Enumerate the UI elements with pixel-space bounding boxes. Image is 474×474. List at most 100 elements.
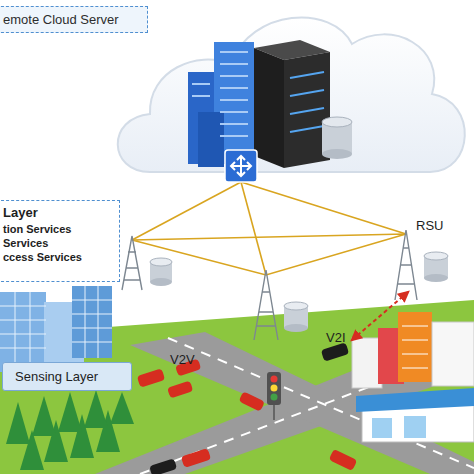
city-building: [0, 334, 46, 335]
car: [167, 381, 193, 399]
car: [149, 458, 177, 474]
server-rack: [254, 48, 284, 168]
data-center-building: [220, 135, 248, 137]
service-layer-box: Layertion ServicesServicesccess Services: [0, 200, 120, 282]
network-link: [132, 234, 406, 275]
server-rack: [290, 108, 324, 114]
link-label: V2I: [326, 330, 346, 345]
node-title: Sensing Layer: [15, 369, 131, 386]
network-link: [132, 182, 406, 275]
city-building: [72, 328, 112, 329]
router-icon: [231, 162, 235, 170]
tree: [110, 392, 134, 424]
city-building: [402, 368, 428, 369]
router-icon: [225, 150, 257, 182]
rsu-storage: [424, 252, 448, 260]
network-link: [241, 182, 266, 275]
data-center-building: [198, 112, 224, 167]
traffic-light: [267, 372, 281, 405]
ground: [0, 300, 474, 474]
router-icon: [240, 156, 242, 176]
city-building: [0, 320, 46, 321]
database-cylinder: [322, 117, 352, 127]
cloud: [118, 17, 465, 172]
car: [137, 342, 358, 474]
city-building: [352, 312, 474, 442]
tree: [6, 402, 30, 444]
city-building: [0, 292, 46, 372]
city-building: [402, 354, 428, 355]
traffic-light: [267, 372, 281, 420]
network-link: [132, 182, 241, 240]
city-building: [98, 286, 99, 358]
ground: [0, 300, 474, 474]
link-label: V2V: [170, 352, 195, 367]
car: [181, 448, 211, 468]
city-building: [432, 322, 474, 386]
city-building: [372, 418, 392, 438]
router-icon: [225, 150, 257, 182]
v2i-link: [352, 292, 408, 340]
v2i-link: [352, 292, 408, 340]
traffic-light: [271, 385, 278, 392]
data-center-building: [220, 75, 248, 77]
node-item: Services: [3, 236, 119, 250]
server-rack: [290, 90, 324, 96]
car: [239, 391, 265, 411]
city-building: [72, 300, 112, 301]
city-building: [0, 286, 112, 372]
data-center-building: [220, 111, 248, 113]
server-rack: [290, 126, 324, 132]
rsu-storage: [284, 302, 308, 310]
sensing-layer-box: Sensing Layer: [2, 362, 132, 391]
city-building: [0, 306, 46, 307]
rsu-tower: [122, 236, 142, 290]
database-cylinder: [322, 117, 352, 159]
rsu-storage: [284, 324, 308, 332]
data-center-building: [192, 52, 248, 136]
rsu-tower: [122, 230, 417, 340]
city-building: [402, 326, 428, 368]
car: [321, 342, 349, 361]
city-building: [398, 312, 432, 382]
tree: [58, 392, 82, 432]
rsu-tower: [395, 230, 417, 300]
server-rack: [254, 40, 330, 168]
node-title: emote Cloud Server: [3, 12, 147, 29]
city-building: [402, 340, 428, 341]
router-icon: [237, 172, 245, 176]
server-rack: [290, 72, 324, 132]
data-center-building: [220, 63, 248, 65]
network-link: [241, 182, 406, 234]
city-building: [0, 348, 46, 349]
rsu-storage: [150, 258, 172, 266]
node-item: tion Services: [3, 222, 119, 236]
traffic-light: [273, 404, 275, 420]
data-center-building: [192, 83, 210, 85]
node-item: ccess Services: [3, 250, 119, 264]
city-building: [72, 286, 112, 358]
data-center-building: [220, 87, 248, 89]
data-center-building: [188, 42, 254, 167]
cloud-server-box: emote Cloud Server: [0, 6, 148, 33]
router-icon: [237, 156, 245, 160]
cloud: [118, 17, 465, 172]
rsu-tower: [254, 270, 278, 340]
city-building: [402, 326, 428, 327]
city-building: [356, 388, 474, 412]
city-building: [72, 314, 112, 315]
database-cylinder: [322, 149, 352, 159]
city-building: [30, 292, 31, 372]
city-building: [15, 292, 16, 372]
tree: [84, 390, 108, 428]
city-building: [85, 286, 86, 358]
data-center-building: [192, 95, 210, 97]
city-building: [352, 338, 382, 388]
data-center-building: [220, 51, 248, 53]
rsu-label: RSU: [416, 218, 443, 233]
city-building: [0, 286, 112, 372]
city-building: [404, 416, 426, 438]
server-rack: [290, 72, 324, 78]
tree: [32, 396, 56, 436]
